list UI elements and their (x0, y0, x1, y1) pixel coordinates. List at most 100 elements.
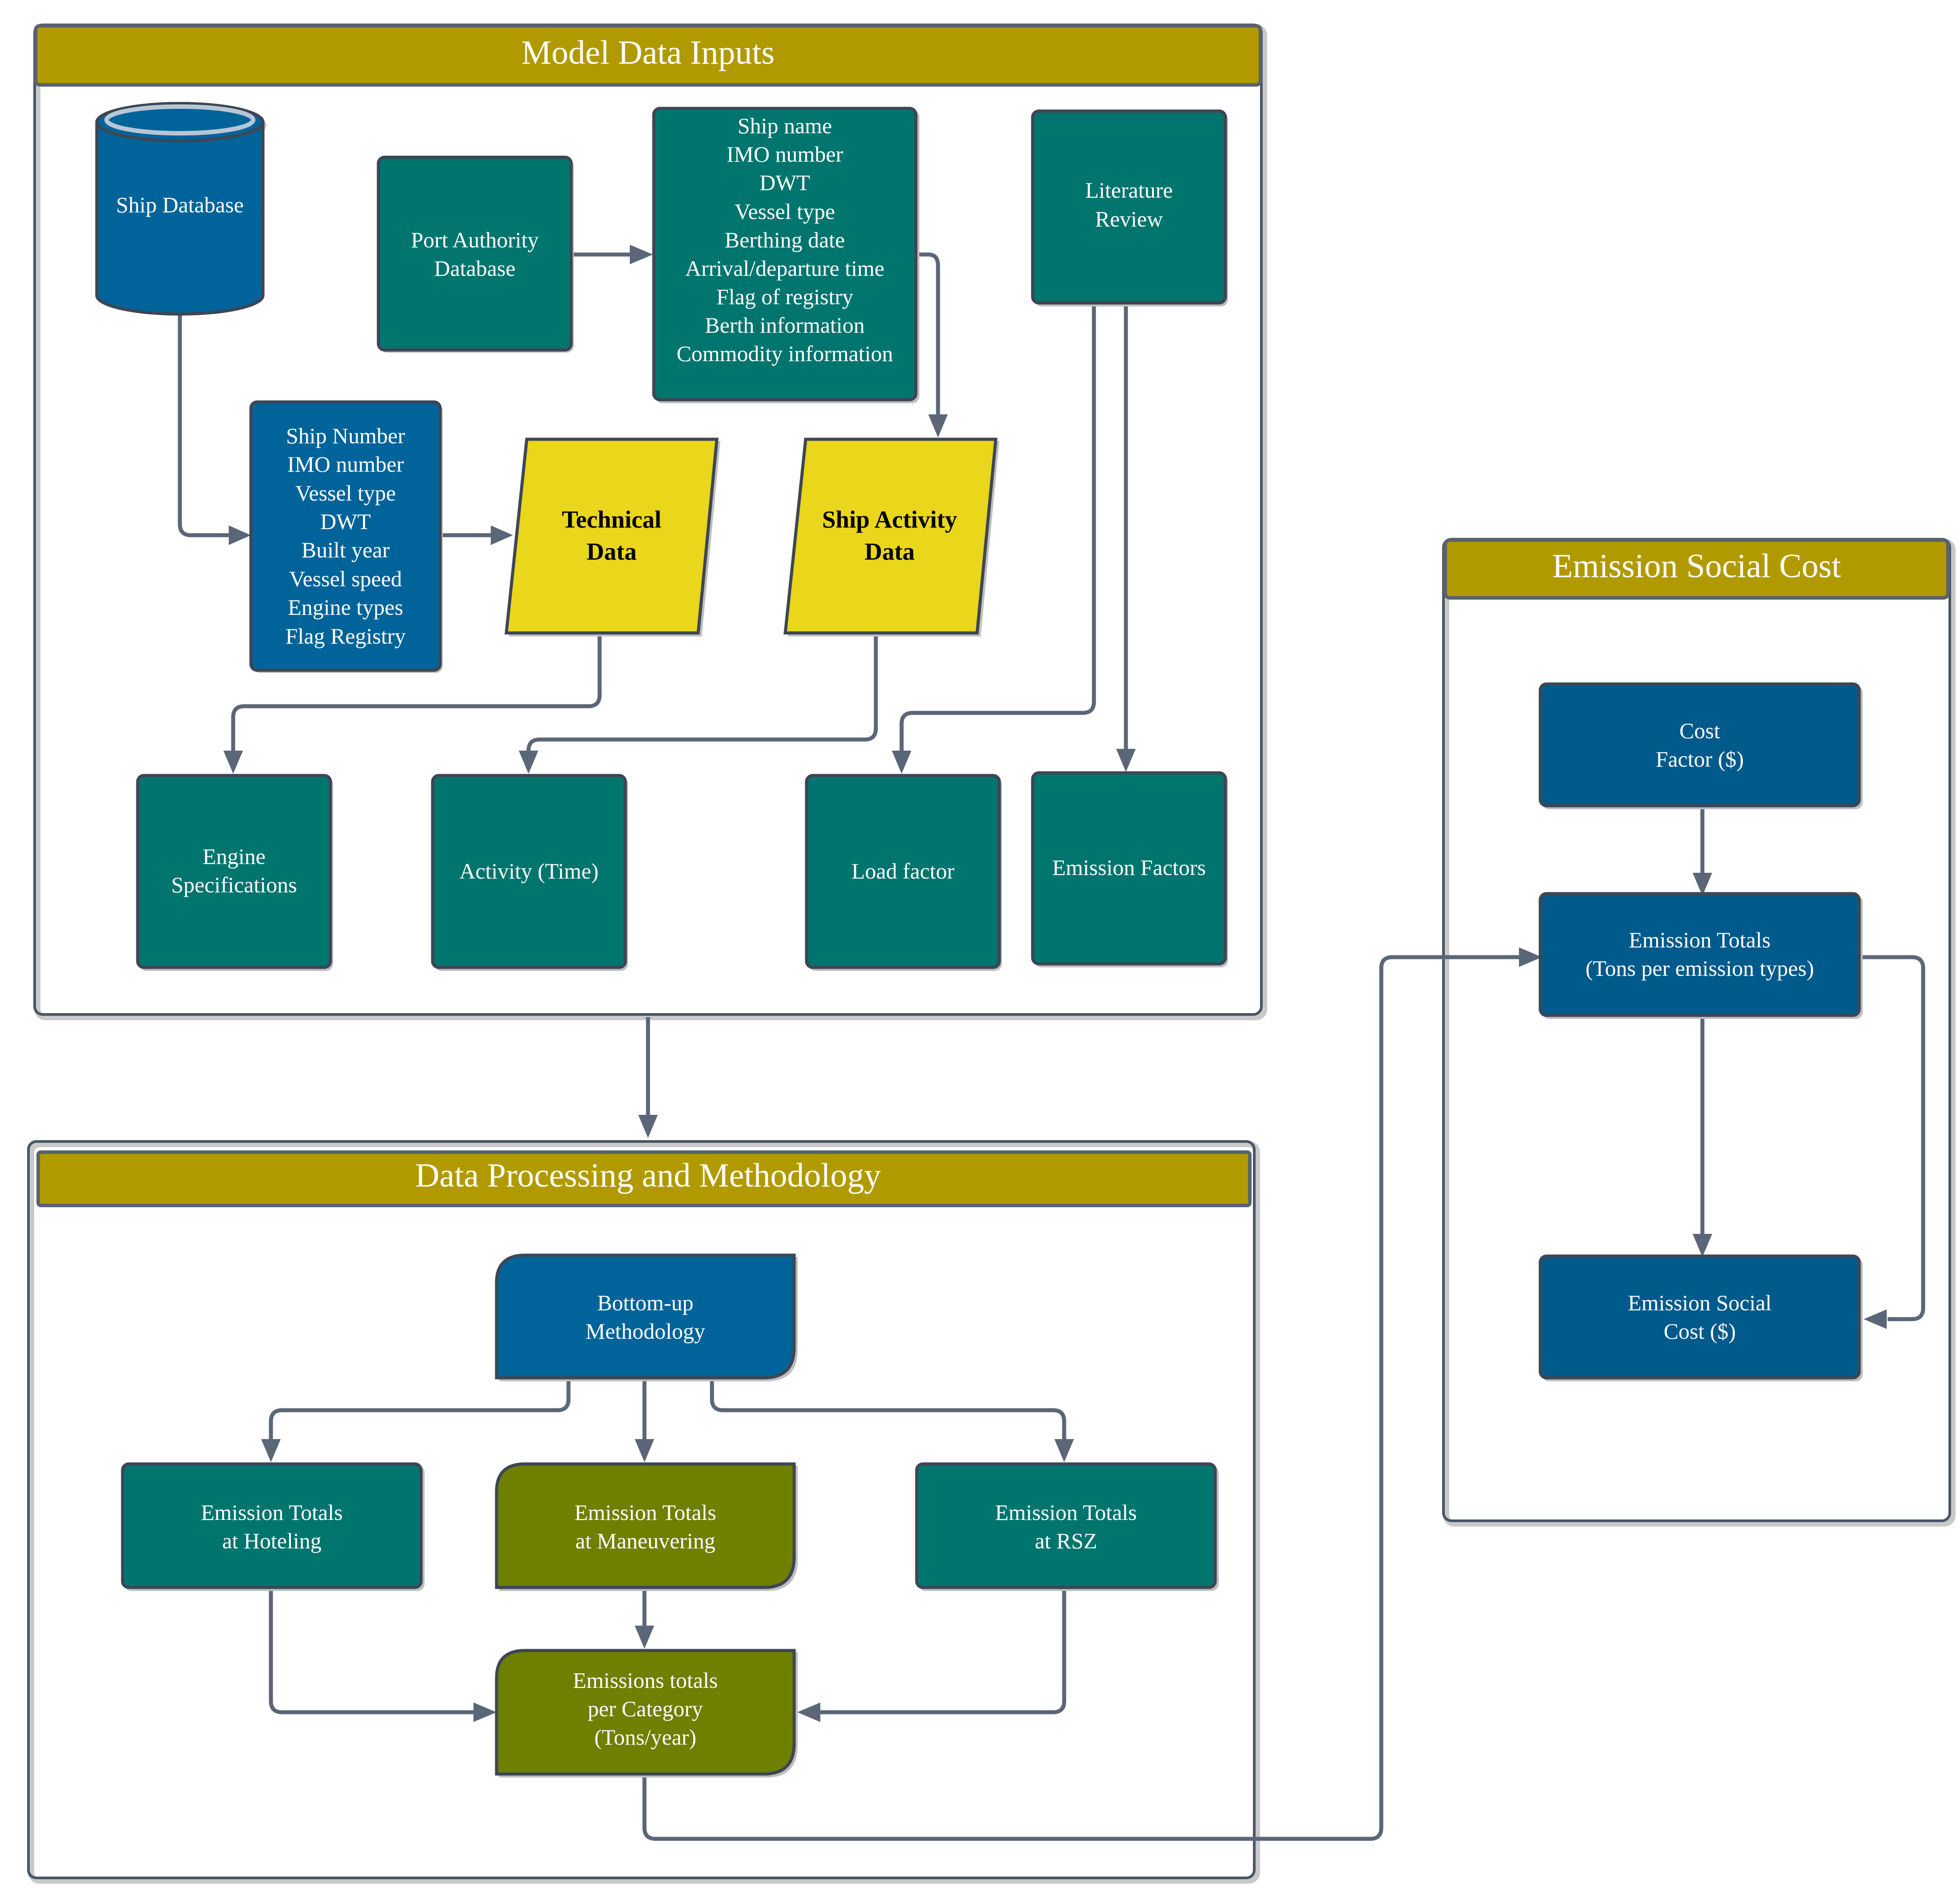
edge-arrow (797, 1702, 820, 1722)
node-label: Cost ($) (1664, 1319, 1736, 1344)
cluster-title-inputs: Model Data Inputs (521, 34, 775, 71)
node-emission-social-cost: Emission Social Cost ($) (1539, 1254, 1863, 1381)
node-label: IMO number (727, 142, 843, 167)
edge-arrow (261, 1439, 281, 1462)
node-ship-database: Ship Database (95, 102, 266, 316)
node-label: at RSZ (1035, 1528, 1097, 1553)
node-label: Commodity information (676, 341, 893, 366)
node-label: (Tons/year) (594, 1725, 696, 1750)
node-label: at Hoteling (222, 1528, 322, 1553)
node-label: Emission Social (1628, 1290, 1772, 1315)
node-engine-specifications: Engine Specifications (136, 774, 333, 971)
node-label: at Maneuvering (575, 1528, 715, 1553)
node-emissions-per-category: Emissions totals per Category (Tons/year… (495, 1649, 798, 1778)
node-label: Cost (1679, 718, 1720, 743)
edge-arrow (635, 1439, 654, 1462)
node-label: Ship name (738, 113, 832, 138)
node-label: Flag Registry (286, 624, 406, 648)
edge-arrow (1116, 749, 1136, 772)
cluster-header-processing (36, 1150, 1252, 1207)
edge-technical-engine (231, 635, 602, 751)
node-label: Methodology (585, 1319, 705, 1344)
node-emission-totals-hoteling: Emission Totals at Hoteling (121, 1462, 425, 1591)
cluster-header-social-cost (1443, 538, 1950, 600)
node-label: DWT (759, 170, 810, 195)
node-port-fields: Ship name IMO number DWT Vessel type Ber… (652, 107, 919, 403)
node-literature-review: Literature Review (1031, 109, 1228, 306)
node-label: per Category (588, 1696, 703, 1721)
node-label: Bottom-up (597, 1290, 694, 1315)
node-label: Emission Totals (574, 1500, 716, 1525)
edge-bottomup-rsz (710, 1379, 1066, 1439)
edge-totals-socialcost-side (1861, 955, 1925, 1321)
node-label: Load factor (851, 859, 954, 883)
node-label: Emission Totals (1629, 927, 1770, 952)
edge-lit-loadfactor (899, 303, 1096, 751)
edge-arrow (892, 751, 911, 774)
node-port-authority: Port Authority Database (377, 155, 574, 353)
node-bottom-up-methodology: Bottom-up Methodology (495, 1253, 798, 1381)
edge-arrow (491, 525, 513, 545)
node-activity-time: Activity (Time) (431, 774, 628, 971)
cluster-emission-social-cost: Emission Social Cost (1442, 538, 1956, 1527)
cluster-data-processing: Data Processing and Methodology (27, 1140, 1260, 1884)
node-load-factor: Load factor (805, 774, 1002, 971)
node-label: Berthing date (725, 227, 845, 252)
node-label: Factor ($) (1656, 747, 1744, 772)
node-label: Vessel type (295, 481, 396, 505)
node-technical-data: Technical Data (505, 437, 720, 636)
node-label: Ship Database (116, 192, 243, 217)
node-label: Specifications (171, 872, 297, 897)
edge-arrow (1693, 1234, 1712, 1257)
node-label: Emission Totals (201, 1500, 342, 1525)
edge-arrow (630, 245, 653, 264)
edge-arrow (473, 1702, 497, 1722)
node-label: Database (434, 256, 515, 281)
node-emission-totals-maneuvering: Emission Totals at Maneuvering (495, 1462, 798, 1591)
node-label: Activity (Time) (459, 859, 598, 883)
edges (178, 245, 1925, 1841)
edge-bottomup-hoteling (269, 1379, 571, 1439)
node-ship-activity-data: Ship Activity Data (783, 437, 999, 636)
edge-arrow (1054, 1439, 1074, 1462)
edge-arrow (223, 751, 243, 774)
node-label: Flag of registry (716, 284, 853, 309)
node-emission-totals-rsz: Emission Totals at RSZ (915, 1462, 1219, 1591)
node-label: Port Authority (411, 227, 539, 252)
node-label: Data (586, 538, 636, 565)
edge-arrow (519, 751, 538, 774)
node-cost-factor: Cost Factor ($) (1539, 682, 1863, 809)
edge-activity-time (526, 635, 878, 753)
edge-rsz-category (819, 1590, 1066, 1714)
edge-arrow (1519, 947, 1542, 967)
node-label: Emissions totals (573, 1668, 718, 1693)
node-label: Engine (203, 844, 266, 869)
cluster-title-social-cost: Emission Social Cost (1552, 547, 1841, 585)
node-label: DWT (320, 509, 371, 534)
cluster-model-data-inputs: Model Data Inputs (33, 24, 1267, 1020)
node-label: Ship Activity (822, 506, 957, 533)
edge-arrow (928, 414, 948, 437)
node-label: Review (1095, 207, 1163, 231)
edge-category-emissiontotals (642, 955, 1519, 1841)
node-label: Berth information (705, 313, 865, 338)
node-label: Emission Factors (1052, 855, 1206, 880)
node-emission-factors: Emission Factors (1031, 771, 1228, 967)
node-label: Data (864, 538, 914, 565)
edge-arrow (229, 525, 251, 545)
node-label: Ship Number (286, 423, 405, 448)
node-label: Literature (1085, 178, 1173, 203)
node-emission-totals: Emission Totals (Tons per emission types… (1539, 892, 1863, 1019)
cluster-header-inputs (34, 24, 1262, 87)
edge-arrow (638, 1115, 658, 1138)
cluster-title-processing: Data Processing and Methodology (415, 1157, 881, 1194)
node-label: Vessel speed (289, 566, 402, 591)
cluster-frame-processing (27, 1140, 1256, 1879)
node-ship-fields: Ship Number IMO number Vessel type DWT B… (249, 400, 443, 673)
node-label: (Tons per emission types) (1586, 956, 1814, 981)
node-label: Arrival/departure time (685, 256, 884, 281)
node-label: Vessel type (735, 199, 835, 224)
node-label: Emission Totals (995, 1500, 1137, 1525)
edge-hoteling-category (269, 1590, 475, 1714)
